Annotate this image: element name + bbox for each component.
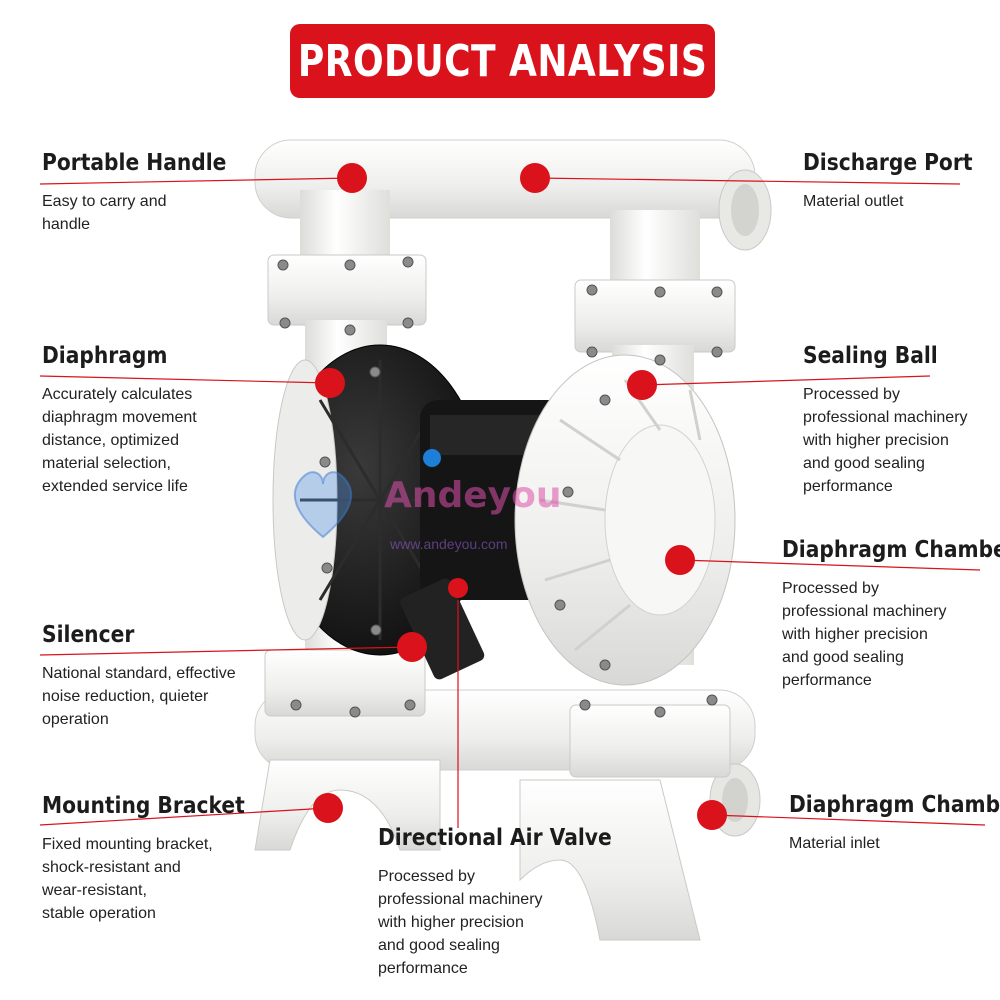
callout-desc: National standard, effective noise reduc…	[42, 665, 236, 728]
air-fitting	[423, 449, 441, 467]
callout-portable-handle: Portable Handle Easy to carry and handle	[42, 150, 252, 236]
leader-diaphragm	[39, 375, 331, 384]
marker-silencer	[397, 632, 427, 662]
marker-sealing-ball	[627, 370, 657, 400]
callout-diaphragm: Diaphragm Accurately calculates diaphrag…	[42, 343, 197, 498]
watermark-url: www.andeyou.com	[390, 536, 508, 552]
marker-discharge-port	[520, 163, 550, 193]
callout-title: Sealing Ball	[803, 343, 938, 369]
marker-diaphragm	[315, 368, 345, 398]
callout-desc: Material inlet	[789, 835, 880, 852]
banner-title: PRODUCT ANALYSIS	[297, 35, 708, 87]
callout-title: Diaphragm	[42, 343, 168, 369]
callout-title: Diaphragm Chamber	[789, 792, 1000, 818]
brand-logo-icon	[293, 471, 353, 539]
callout-desc: Processed by professional machinery with…	[378, 868, 543, 977]
callout-discharge-port: Discharge Port Material outlet	[803, 150, 996, 213]
leader-diaphragm-chamber-2	[711, 814, 986, 826]
callout-directional-air-valve: Directional Air Valve Processed by profe…	[378, 825, 644, 980]
callout-desc: Fixed mounting bracket, shock-resistant …	[42, 836, 213, 922]
callout-title: Discharge Port	[803, 150, 973, 176]
leader-mounting-bracket	[39, 807, 329, 826]
callout-title: Diaphragm Chamber	[782, 537, 1000, 563]
callout-desc: Processed by professional machinery with…	[782, 580, 947, 689]
callout-sealing-ball: Sealing Ball Processed by professional m…	[803, 343, 968, 498]
leader-portable-handle	[39, 177, 353, 185]
callout-diaphragm-chamber-1: Diaphragm Chamber Processed by professio…	[782, 537, 1000, 692]
leader-discharge-port	[534, 177, 961, 185]
callout-desc: Material outlet	[803, 193, 904, 210]
callout-title: Silencer	[42, 622, 135, 648]
marker-diaphragm-chamber-2	[697, 800, 727, 830]
callout-silencer: Silencer National standard, effective no…	[42, 622, 236, 731]
title-banner: PRODUCT ANALYSIS	[290, 24, 715, 98]
leader-sealing-ball	[641, 375, 931, 386]
marker-mounting-bracket	[313, 793, 343, 823]
callout-mounting-bracket: Mounting Bracket Fixed mounting bracket,…	[42, 793, 272, 925]
marker-portable-handle	[337, 163, 367, 193]
silencer-body	[400, 578, 485, 680]
callout-title: Portable Handle	[42, 150, 227, 176]
callout-title: Directional Air Valve	[378, 825, 612, 851]
callout-desc: Easy to carry and handle	[42, 193, 167, 233]
mounting-foot-left	[254, 759, 441, 851]
mounting-foot-right	[519, 779, 701, 941]
callout-desc: Accurately calculates diaphragm movement…	[42, 386, 197, 495]
callout-diaphragm-chamber-2: Diaphragm Chamber Material inlet	[789, 792, 1000, 855]
marker-directional-air-valve	[448, 578, 468, 598]
callout-desc: Processed by professional machinery with…	[803, 386, 968, 495]
watermark-brand: Andeyou	[384, 475, 562, 516]
leader-silencer	[39, 646, 413, 656]
leader-diaphragm-chamber-1	[679, 559, 981, 571]
marker-diaphragm-chamber-1	[665, 545, 695, 575]
callout-title: Mounting Bracket	[42, 793, 245, 819]
